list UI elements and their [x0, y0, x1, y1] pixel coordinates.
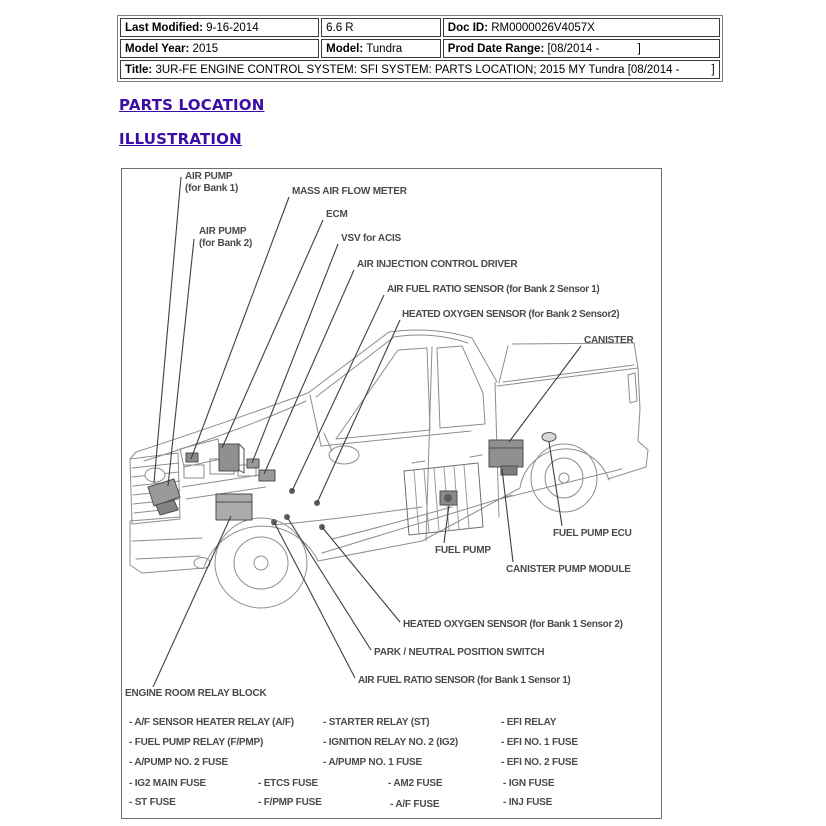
- table-row: Last Modified: 9-16-2014 6.6 R Doc ID: R…: [120, 18, 720, 37]
- label-afr-sensor-bank2-sensor1: AIR FUEL RATIO SENSOR (for Bank 2 Sensor…: [387, 284, 600, 295]
- fuse-item: - EFI RELAY: [501, 717, 557, 728]
- label-canister-pump-module: CANISTER PUMP MODULE: [506, 564, 631, 575]
- fuse-item: - EFI NO. 1 FUSE: [501, 737, 578, 748]
- fuse-item: - EFI NO. 2 FUSE: [501, 757, 578, 768]
- model-label: Model:: [326, 42, 364, 55]
- prod-date-range-label: Prod Date Range:: [447, 42, 545, 55]
- canister-pump-module-shape: [500, 465, 518, 476]
- fuse-item: - ETCS FUSE: [258, 778, 319, 789]
- fuse-item: - A/PUMP NO. 2 FUSE: [129, 757, 228, 768]
- model-value: Tundra: [366, 42, 403, 55]
- cell-prod-date-range: Prod Date Range: [08/2014 - ]: [442, 39, 720, 58]
- canister-shape: [488, 439, 524, 468]
- component-shapes: [147, 432, 557, 536]
- fuse-item: - A/F FUSE: [390, 799, 440, 810]
- table-row: Model Year: 2015 Model: Tundra Prod Date…: [120, 39, 720, 58]
- label-engine-room-relay-block: ENGINE ROOM RELAY BLOCK: [125, 688, 267, 699]
- parts-location-illustration: AIR PUMP (for Bank 1) MASS AIR FLOW METE…: [121, 168, 662, 819]
- label-air-pump-bank2: AIR PUMP (for Bank 2): [199, 226, 253, 249]
- last-modified-value: 9-16-2014: [206, 21, 259, 34]
- fuse-item: - INJ FUSE: [503, 797, 553, 808]
- air-pump2-shape: [155, 499, 179, 516]
- engine-room-relay-block-shape: [215, 493, 253, 521]
- doc-info-table: Last Modified: 9-16-2014 6.6 R Doc ID: R…: [117, 15, 723, 82]
- air-pump-shape: [147, 478, 181, 507]
- label-air-injection-control-driver: AIR INJECTION CONTROL DRIVER: [357, 259, 518, 270]
- sensor-shapes: [271, 488, 325, 530]
- fuse-item: - F/PMP FUSE: [258, 797, 322, 808]
- cell-doc-id: Doc ID: RM0000026V4057X: [442, 18, 720, 37]
- label-air-pump-bank1: AIR PUMP (for Bank 1): [185, 171, 239, 194]
- label-fuel-pump-ecu: FUEL PUMP ECU: [553, 528, 632, 539]
- label-ho2-sensor-bank1-sensor2: HEATED OXYGEN SENSOR (for Bank 1 Sensor …: [403, 619, 623, 630]
- label-park-neutral-position-switch: PARK / NEUTRAL POSITION SWITCH: [374, 647, 545, 658]
- label-canister: CANISTER: [584, 335, 634, 346]
- doc-id-value: RM0000026V4057X: [491, 21, 595, 34]
- fuse-item: - IGNITION RELAY NO. 2 (IG2): [323, 737, 458, 748]
- ecm-shape: [218, 443, 240, 472]
- title-value: 3UR-FE ENGINE CONTROL SYSTEM: SFI SYSTEM…: [155, 63, 715, 76]
- cell-model-year: Model Year: 2015: [120, 39, 320, 58]
- label-ho2-sensor-bank2-sensor2: HEATED OXYGEN SENSOR (for Bank 2 Sensor2…: [402, 309, 620, 320]
- table-row: Title: 3UR-FE ENGINE CONTROL SYSTEM: SFI…: [120, 60, 720, 79]
- label-afr-sensor-bank1-sensor1: AIR FUEL RATIO SENSOR (for Bank 1 Sensor…: [358, 675, 571, 686]
- cell-last-modified: Last Modified: 9-16-2014: [120, 18, 320, 37]
- fuse-item: - A/PUMP NO. 1 FUSE: [323, 757, 422, 768]
- cell-revision: 6.6 R: [321, 18, 441, 37]
- fuse-item: - FUEL PUMP RELAY (F/PMP): [129, 737, 264, 748]
- cell-model: Model: Tundra: [321, 39, 441, 58]
- prod-date-range-value: [08/2014 - ]: [547, 42, 641, 55]
- fuse-item: - IGN FUSE: [503, 778, 555, 789]
- fuse-item: - A/F SENSOR HEATER RELAY (A/F): [129, 717, 294, 728]
- parts-location-heading-link[interactable]: PARTS LOCATION: [119, 96, 265, 114]
- fuse-item: - ST FUSE: [129, 797, 176, 808]
- fuse-item: - STARTER RELAY (ST): [323, 717, 430, 728]
- leader-lines: [152, 176, 582, 688]
- truck-diagram-svg: [129, 176, 649, 688]
- fuel-pump-ecu-shape: [541, 432, 557, 442]
- model-year-label: Model Year:: [125, 42, 190, 55]
- fuse-item: - AM2 FUSE: [388, 778, 443, 789]
- cell-title: Title: 3UR-FE ENGINE CONTROL SYSTEM: SFI…: [120, 60, 720, 79]
- label-fuel-pump: FUEL PUMP: [435, 545, 491, 556]
- illustration-heading-link[interactable]: ILLUSTRATION: [119, 130, 242, 148]
- revision-value: 6.6 R: [326, 21, 354, 34]
- air-injection-driver-shape: [258, 469, 276, 482]
- last-modified-label: Last Modified:: [125, 21, 203, 34]
- fuse-item: - IG2 MAIN FUSE: [129, 778, 207, 789]
- label-vsv-for-acis: VSV for ACIS: [341, 233, 402, 244]
- doc-id-label: Doc ID:: [447, 21, 489, 34]
- label-mass-air-flow-meter: MASS AIR FLOW METER: [292, 186, 407, 197]
- title-label: Title:: [125, 63, 153, 76]
- label-ecm: ECM: [326, 209, 348, 220]
- model-year-value: 2015: [192, 42, 219, 55]
